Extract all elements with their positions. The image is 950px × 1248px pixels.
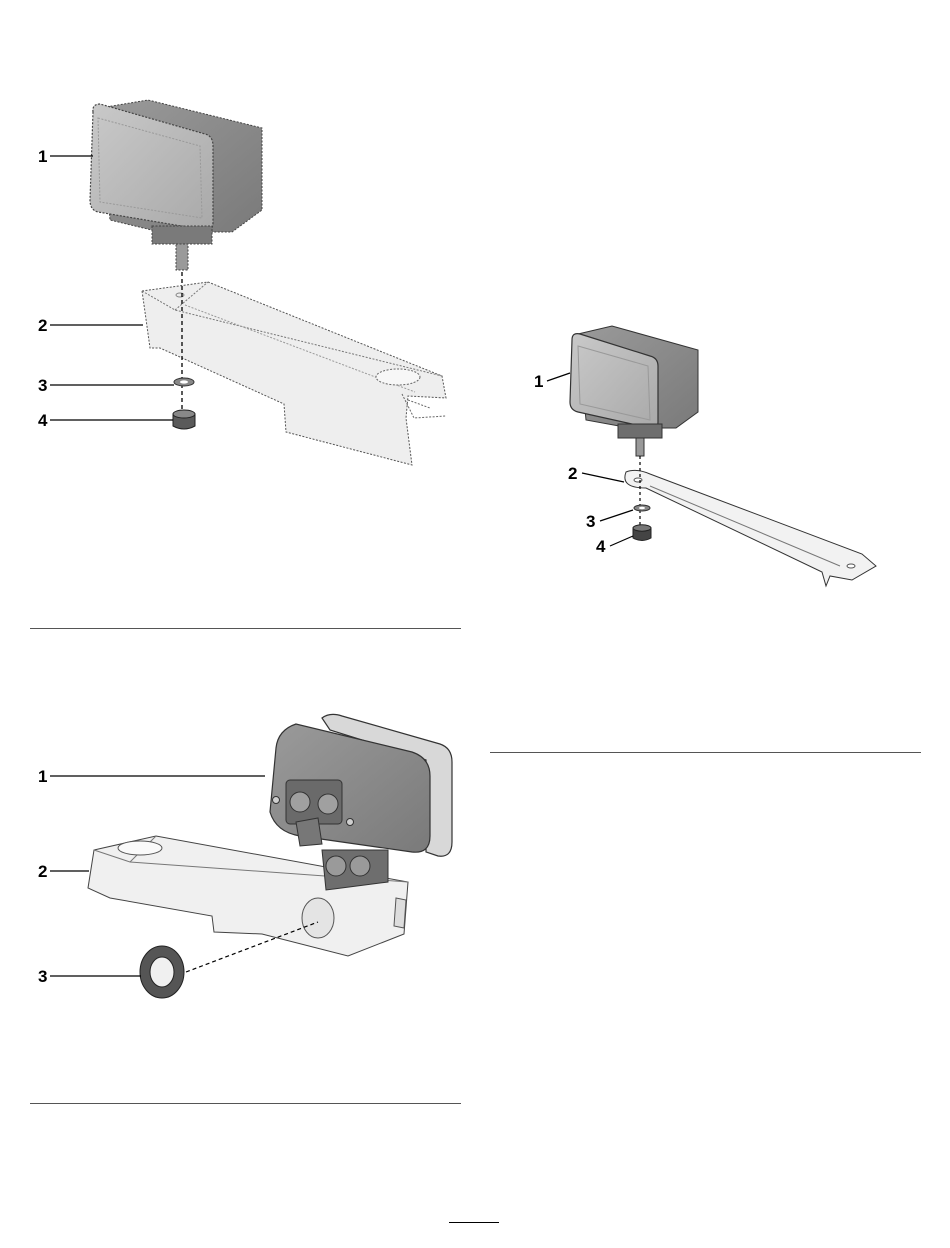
mounting-bracket-icon <box>142 282 446 465</box>
washer-icon <box>174 378 194 386</box>
figure-divider <box>30 1103 461 1104</box>
callout-1: 1 <box>38 147 47 166</box>
figure-divider <box>490 752 921 753</box>
callout-4: 4 <box>596 537 606 556</box>
callout-2: 2 <box>568 464 577 483</box>
nut-icon <box>173 410 195 429</box>
callout-2: 2 <box>38 316 47 335</box>
figure-divider <box>30 628 461 629</box>
callout-2: 2 <box>38 862 47 881</box>
figure-light-on-mount-bracket: 1 2 3 4 <box>38 100 446 465</box>
callout-3: 3 <box>38 967 47 986</box>
callout-1: 1 <box>38 767 47 786</box>
page-number-rule <box>449 1222 499 1223</box>
nut-icon <box>633 525 651 541</box>
grommet-icon <box>140 946 184 998</box>
figure-light-on-flat-bracket: 1 2 3 4 <box>534 326 876 586</box>
washer-icon <box>634 505 650 511</box>
work-light-icon <box>90 100 262 270</box>
work-light-icon <box>570 326 698 456</box>
callout-1: 1 <box>534 372 543 391</box>
figure-light-rear-with-grommet: 1 2 3 <box>38 714 452 998</box>
mounting-bracket-icon <box>625 470 876 586</box>
callout-4: 4 <box>38 411 48 430</box>
callout-3: 3 <box>38 376 47 395</box>
callout-3: 3 <box>586 512 595 531</box>
